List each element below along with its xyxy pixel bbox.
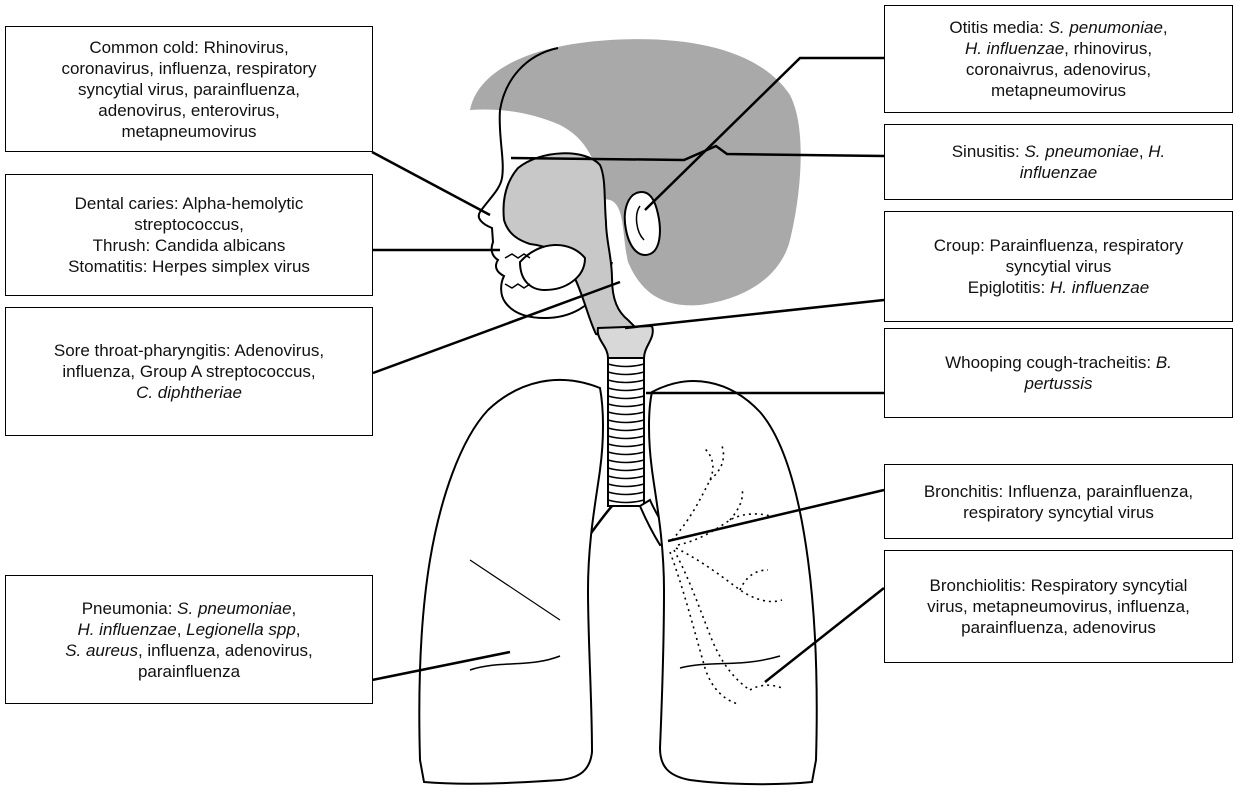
label-text: syncytial virus, parainfluenza, [78, 80, 300, 99]
otitis-media-box: Otitis media: S. penumoniae,H. influenza… [884, 5, 1233, 113]
label-text: Croup: Parainfluenza, respiratory [934, 236, 1183, 255]
italic-text: H. influenzae [965, 39, 1064, 58]
label-text: parainfluenza [138, 662, 240, 681]
dental-caries-box: Dental caries: Alpha-hemolytic streptococ… [5, 174, 373, 296]
label-line: Pneumonia: S. pneumoniae, [82, 598, 297, 619]
label-text: metapneumovirus [121, 122, 256, 141]
italic-text: S. penumoniae [1049, 18, 1163, 37]
bronchiolitis-box: Bronchiolitis: Respiratory syncytial viru… [884, 550, 1233, 663]
label-text: , influenza, adenovirus, [138, 641, 313, 660]
label-text: Dental caries: Alpha-hemolytic [75, 194, 304, 213]
label-text: , [296, 620, 301, 639]
label-line: Stomatitis: Herpes simplex virus [68, 256, 310, 277]
label-text: Bronchiolitis: Respiratory syncytial [930, 576, 1188, 595]
label-line: Bronchitis: Influenza, parainfluenza, [924, 481, 1193, 502]
label-text: parainfluenza, adenovirus [961, 618, 1156, 637]
label-line: metapneumovirus [991, 80, 1126, 101]
label-line: influenzae [1020, 162, 1098, 183]
label-line: Croup: Parainfluenza, respiratory [934, 235, 1183, 256]
label-text: coronaivrus, adenovirus, [966, 60, 1151, 79]
label-text: Sore throat-pharyngitis: Adenovirus, [54, 341, 324, 360]
label-text: virus, metapneumovirus, influenza, [927, 597, 1190, 616]
bronchitis-box: Bronchitis: Influenza, parainfluenza, res… [884, 464, 1233, 539]
label-line: virus, metapneumovirus, influenza, [927, 596, 1190, 617]
trachea [608, 358, 644, 506]
sore-throat-pharyngitis-box: Sore throat-pharyngitis: Adenovirus, infl… [5, 307, 373, 436]
label-line: coronavirus, influenza, respiratory [61, 58, 316, 79]
label-text: streptococcus, [134, 215, 244, 234]
label-text: coronavirus, influenza, respiratory [61, 59, 316, 78]
label-line: Bronchiolitis: Respiratory syncytial [930, 575, 1188, 596]
label-text: metapneumovirus [991, 81, 1126, 100]
label-text: Otitis media: [949, 18, 1048, 37]
label-line: parainfluenza [138, 661, 240, 682]
italic-text: S. aureus [65, 641, 138, 660]
italic-text: Legionella spp [186, 620, 296, 639]
label-line: syncytial virus, parainfluenza, [78, 79, 300, 100]
label-text: Common cold: Rhinovirus, [89, 38, 288, 57]
label-line: coronaivrus, adenovirus, [966, 59, 1151, 80]
label-line: H. influenzae, Legionella spp, [77, 619, 300, 640]
label-text: Thrush: Candida albicans [93, 236, 286, 255]
label-text: Pneumonia: [82, 599, 177, 618]
label-line: S. aureus, influenza, adenovirus, [65, 640, 313, 661]
label-line: H. influenzae, rhinovirus, [965, 38, 1152, 59]
label-text: , [292, 599, 297, 618]
label-line: Thrush: Candida albicans [93, 235, 286, 256]
italic-text: C. diphtheriae [136, 383, 242, 402]
italic-text: B. [1156, 353, 1172, 372]
italic-text: pertussis [1024, 374, 1092, 393]
label-line: Dental caries: Alpha-hemolytic [75, 193, 304, 214]
sinusitis-box: Sinusitis: S. pneumoniae, H.influenzae [884, 124, 1233, 200]
italic-text: influenzae [1020, 163, 1098, 182]
label-line: Otitis media: S. penumoniae, [949, 17, 1167, 38]
italic-text: S. pneumoniae [177, 599, 291, 618]
label-text: Epiglotitis: [968, 278, 1050, 297]
label-text: , [177, 620, 186, 639]
label-text: , [1139, 142, 1148, 161]
italic-text: H. influenzae [77, 620, 176, 639]
label-line: Epiglotitis: H. influenzae [968, 277, 1149, 298]
label-line: Common cold: Rhinovirus, [89, 37, 288, 58]
label-line: C. diphtheriae [136, 382, 242, 403]
label-line: Sinusitis: S. pneumoniae, H. [952, 141, 1166, 162]
whooping-cough-tracheitis-box: Whooping cough-tracheitis: B.pertussis [884, 328, 1233, 418]
italic-text: H. influenzae [1050, 278, 1149, 297]
label-text: Stomatitis: Herpes simplex virus [68, 257, 310, 276]
label-text: respiratory syncytial virus [963, 503, 1154, 522]
label-text: , rhinovirus, [1064, 39, 1152, 58]
label-text: influenza, Group A streptococcus, [62, 362, 315, 381]
label-line: Sore throat-pharyngitis: Adenovirus, [54, 340, 324, 361]
label-line: Whooping cough-tracheitis: B. [945, 352, 1172, 373]
label-text: , [1163, 18, 1168, 37]
croup-epiglotitis-box: Croup: Parainfluenza, respiratory syncyti… [884, 211, 1233, 322]
left-lung [419, 380, 603, 784]
larynx [598, 326, 653, 358]
label-line: adenovirus, enterovirus, [98, 100, 279, 121]
label-line: respiratory syncytial virus [963, 502, 1154, 523]
italic-text: S. pneumoniae [1024, 142, 1138, 161]
label-line: parainfluenza, adenovirus [961, 617, 1156, 638]
common-cold-box: Common cold: Rhinovirus, coronavirus, inf… [5, 26, 373, 152]
label-line: streptococcus, [134, 214, 244, 235]
label-line: pertussis [1024, 373, 1092, 394]
label-text: Bronchitis: Influenza, parainfluenza, [924, 482, 1193, 501]
label-line: syncytial virus [1006, 256, 1112, 277]
label-line: metapneumovirus [121, 121, 256, 142]
label-text: syncytial virus [1006, 257, 1112, 276]
label-text: Whooping cough-tracheitis: [945, 353, 1156, 372]
label-line: influenza, Group A streptococcus, [62, 361, 315, 382]
label-text: adenovirus, enterovirus, [98, 101, 279, 120]
italic-text: H. [1148, 142, 1165, 161]
pneumonia-box: Pneumonia: S. pneumoniae,H. influenzae, … [5, 575, 373, 704]
label-text: Sinusitis: [952, 142, 1025, 161]
right-lung [649, 381, 817, 784]
